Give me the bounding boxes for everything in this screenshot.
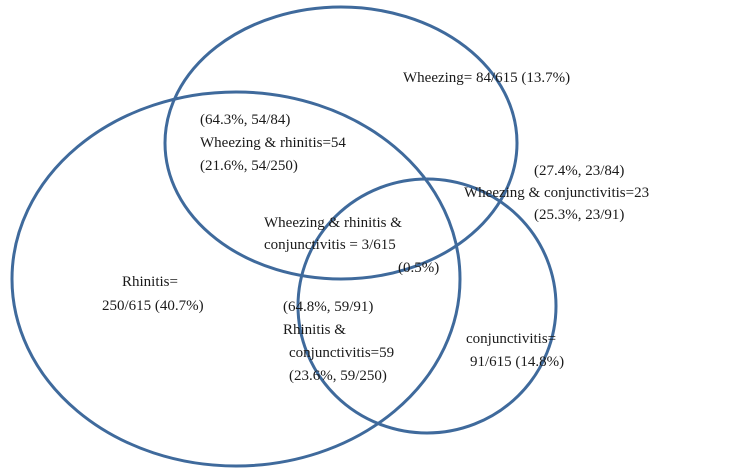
conjunctivitis-label-line-2: 91/615 (14.8%): [470, 354, 564, 370]
wheezing-rhinitis-overlap-label: (64.3%, 54/84) Wheezing & rhinitis=54 (2…: [200, 112, 346, 174]
rhinitis-label: Rhinitis= 250/615 (40.7%): [102, 274, 204, 314]
all-three-line-3: (0.5%): [398, 260, 439, 276]
rhinitis-label-line-2: 250/615 (40.7%): [102, 298, 204, 314]
wheezing-rhinitis-line-3: (21.6%, 54/250): [200, 158, 298, 174]
rhinitis-conjunctivitis-overlap-label: (64.8%, 59/91) Rhinitis & conjunctivitis…: [283, 299, 394, 384]
wheezing-circle: [163, 5, 519, 281]
wheezing-conjunctivitis-line-1: (27.4%, 23/84): [534, 163, 624, 179]
all-three-line-2: conjunctivitis = 3/615: [264, 237, 396, 253]
wheezing-conjunctivitis-overlap-label: (27.4%, 23/84) Wheezing & conjunctivitis…: [464, 163, 649, 223]
rhinitis-conjunctivitis-line-1: (64.8%, 59/91): [283, 299, 373, 315]
conjunctivitis-label: conjunctivitis= 91/615 (14.8%): [466, 331, 564, 370]
wheezing-rhinitis-line-1: (64.3%, 54/84): [200, 112, 290, 128]
rhinitis-label-line-1: Rhinitis=: [122, 274, 178, 290]
wheezing-label: Wheezing= 84/615 (13.7%): [403, 70, 570, 86]
rhinitis-conjunctivitis-line-3: conjunctivitis=59: [289, 345, 394, 361]
rhinitis-conjunctivitis-line-2: Rhinitis &: [283, 322, 346, 338]
rhinitis-conjunctivitis-line-4: (23.6%, 59/250): [289, 368, 387, 384]
wheezing-conjunctivitis-line-2: Wheezing & conjunctivitis=23: [464, 185, 649, 201]
all-three-overlap-label: Wheezing & rhinitis & conjunctivitis = 3…: [264, 215, 439, 276]
conjunctivitis-circle: [296, 177, 558, 435]
wheezing-rhinitis-line-2: Wheezing & rhinitis=54: [200, 135, 346, 151]
wheezing-conjunctivitis-line-3: (25.3%, 23/91): [534, 207, 624, 223]
conjunctivitis-label-line-1: conjunctivitis=: [466, 331, 556, 347]
rhinitis-circle: [10, 90, 462, 468]
all-three-line-1: Wheezing & rhinitis &: [264, 215, 402, 231]
